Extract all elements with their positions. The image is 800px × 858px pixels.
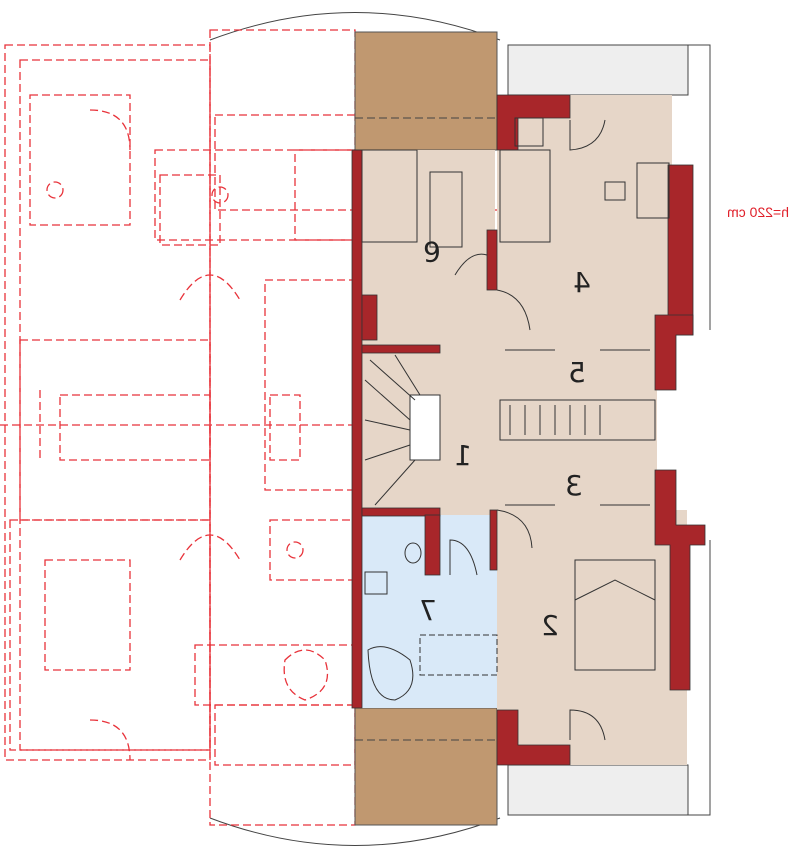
- room-number-5: 5: [568, 356, 586, 389]
- balcony-top: [507, 44, 689, 96]
- roof-terrace-bottom: [354, 707, 498, 826]
- balcony-bottom: [507, 764, 689, 816]
- room-4: [497, 95, 672, 345]
- room-number-1: 1: [454, 439, 472, 472]
- room-number-3: 3: [565, 469, 583, 502]
- room-number-7: 7: [419, 594, 437, 627]
- room-number-2: 2: [541, 609, 559, 642]
- room-2: [497, 510, 687, 765]
- roof-terrace-top: [354, 31, 498, 151]
- room-labels: 6 4 5 1 3 7 2: [419, 235, 591, 642]
- room-number-6: 6: [423, 235, 441, 268]
- room-number-4: 4: [573, 266, 591, 299]
- room-5: [497, 345, 657, 400]
- room-3: [497, 440, 657, 510]
- furniture: [361, 117, 670, 741]
- ceiling-height-label: h=220 cm: [727, 204, 789, 220]
- wardrobe-zone: [497, 400, 657, 440]
